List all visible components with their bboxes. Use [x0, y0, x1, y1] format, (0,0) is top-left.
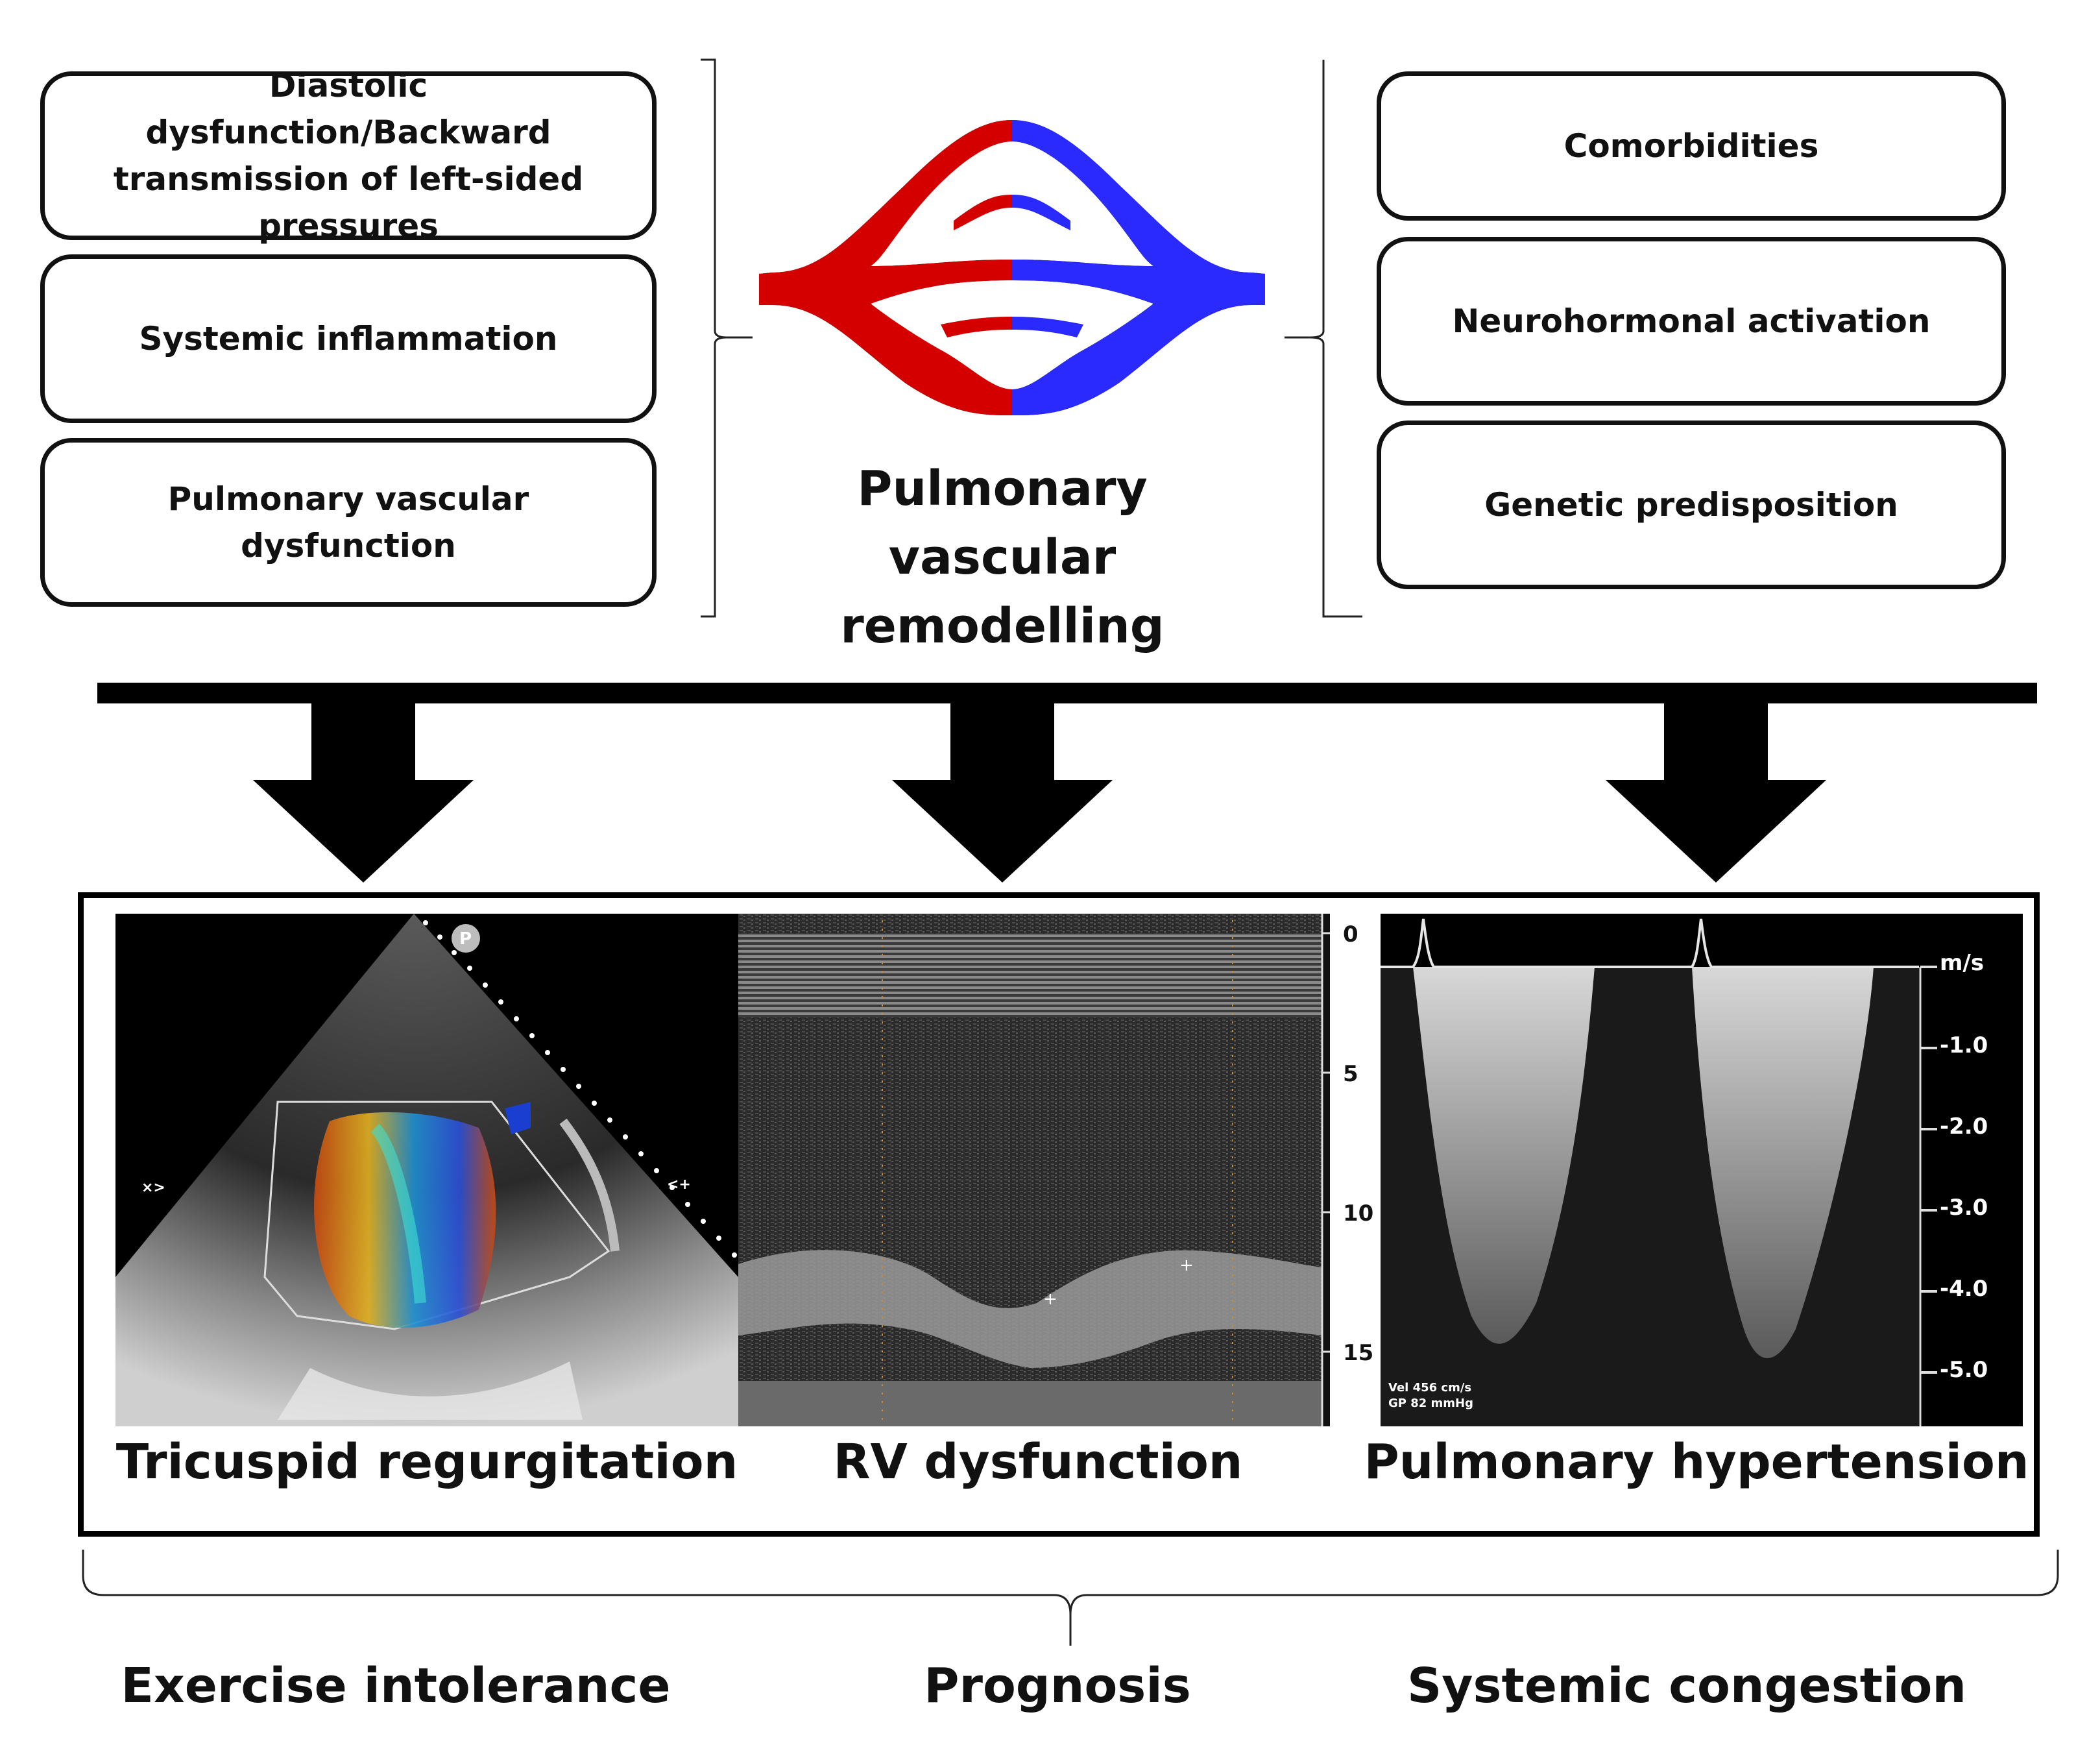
rv-depth-scale: 0 5 10 15: [1330, 914, 1381, 1426]
sector-marker-p: P: [459, 929, 472, 949]
velocity-tick-4: -4.0: [1940, 1276, 1988, 1302]
velocity-tick-2: -2.0: [1940, 1114, 1988, 1140]
caption-ph: Pulmonary hypertension: [1364, 1434, 2029, 1490]
factor-box-neurohormonal: Neurohormonal activation: [1377, 237, 2006, 406]
factor-box-genetic: Genetic predisposition: [1377, 421, 2006, 589]
factor-label: Comorbidities: [1563, 127, 1819, 165]
center-title: Pulmonary vascular remodelling: [791, 454, 1213, 661]
center-title-line-2: vascular: [888, 530, 1116, 585]
factor-box-diastolic: Diastolic dysfunction/Backward transmiss…: [40, 67, 657, 245]
depth-tick-0: 0: [1343, 921, 1358, 947]
depth-tick-5: 5: [1343, 1061, 1358, 1087]
sector-marker-left: ×>: [141, 1180, 165, 1196]
factor-label: Systemic inflammation: [139, 320, 558, 358]
factor-box-vascular-dysfunction: Pulmonary vascular dysfunction: [40, 438, 657, 607]
down-arrow-center: [892, 702, 1113, 883]
depth-tick-15: 15: [1343, 1340, 1374, 1366]
outcome-prognosis: Prognosis: [924, 1658, 1191, 1714]
outcome-systemic-congestion: Systemic congestion: [1406, 1658, 1967, 1714]
horizontal-bar: [97, 683, 2037, 703]
left-brace: [701, 58, 753, 618]
svg-text:+: +: [1043, 1289, 1057, 1309]
ph-doppler-image: m/s -1.0 -2.0 -3.0 -4.0 -5.0 Vel 456 cm/…: [1381, 914, 2023, 1426]
velocity-unit: m/s: [1940, 950, 1985, 976]
readout-gradient: GP 82 mmHg: [1388, 1396, 1474, 1410]
factor-box-inflammation: Systemic inflammation: [40, 254, 657, 423]
factor-label: Neurohormonal activation: [1452, 302, 1931, 340]
tricuspid-echo-image: P ×> <+: [115, 914, 738, 1426]
caption-tricuspid: Tricuspid regurgitation: [115, 1434, 738, 1490]
depth-tick-10: 10: [1343, 1201, 1374, 1226]
caption-rv: RV dysfunction: [833, 1434, 1243, 1490]
center-title-line-1: Pulmonary: [857, 461, 1148, 517]
factor-box-comorbidities: Comorbidities: [1377, 71, 2006, 221]
down-arrow-right: [1606, 702, 1826, 883]
down-arrow-left: [253, 702, 474, 883]
factor-label: Diastolic dysfunction/Backward transmiss…: [113, 67, 584, 245]
pulmonary-vasculature-illustration: [759, 120, 1265, 415]
rv-mmode-image: + +: [738, 914, 1330, 1426]
readout-velocity: Vel 456 cm/s: [1388, 1381, 1472, 1395]
velocity-tick-5: -5.0: [1940, 1357, 1988, 1383]
velocity-tick-3: -3.0: [1940, 1195, 1988, 1221]
center-title-line-3: remodelling: [840, 598, 1165, 654]
right-brace: [1285, 60, 1362, 618]
velocity-tick-1: -1.0: [1940, 1032, 1988, 1058]
factor-label: Genetic predisposition: [1484, 486, 1898, 524]
bottom-brace: [82, 1550, 2059, 1646]
sector-marker-right: <+: [667, 1177, 691, 1193]
outcome-exercise-intolerance: Exercise intolerance: [121, 1658, 671, 1714]
factor-label: Pulmonary vascular dysfunction: [167, 480, 529, 565]
svg-text:+: +: [1179, 1256, 1194, 1275]
